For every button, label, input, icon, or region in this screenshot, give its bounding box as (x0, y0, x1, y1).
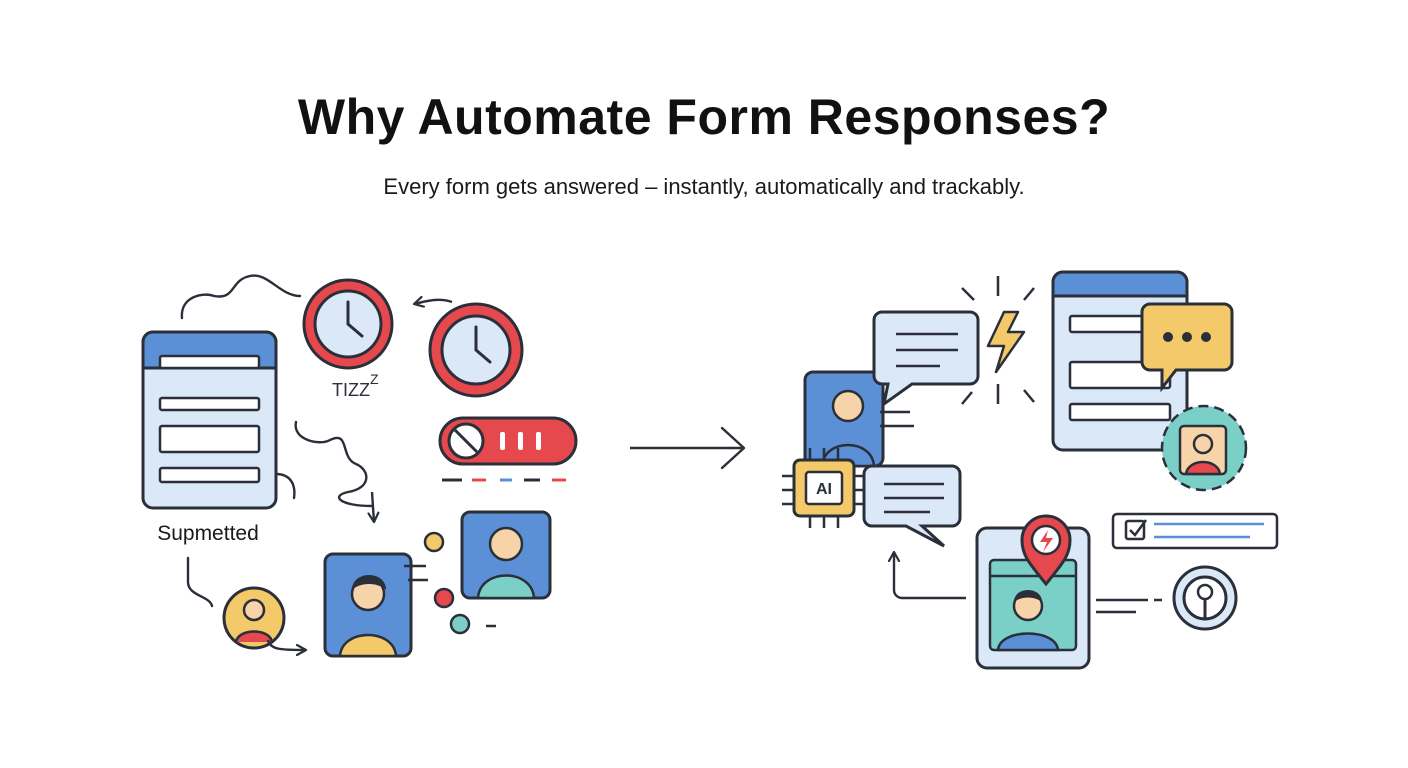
chip-label: AI (816, 481, 832, 498)
person-avatar-icon (803, 370, 885, 468)
flow-line (186, 556, 214, 608)
chat-bubble-icon (862, 464, 962, 548)
chat-bubble-icon (872, 310, 980, 408)
clock-icon (428, 302, 524, 398)
chat-bubble-icon (1140, 302, 1234, 393)
transition-arrow-head (720, 426, 746, 470)
form-caption: Supmetted (157, 522, 259, 545)
arrow-up (894, 552, 966, 600)
lightning-icon (961, 276, 1035, 405)
sleep-text: TIZZ (332, 380, 370, 400)
arrow-left (414, 300, 453, 304)
squiggle-line (180, 274, 302, 320)
blocked-toggle-icon (438, 416, 578, 482)
squiggle-line (294, 420, 374, 508)
clock-icon (302, 278, 394, 370)
sleep-sup: Z (370, 371, 379, 387)
checklist-icon (1111, 512, 1279, 550)
gear-icon (1160, 404, 1248, 492)
person-avatar-icon (460, 510, 552, 600)
dot (433, 587, 455, 609)
left-manual-scene: Supmetted TIZZ Z (141, 274, 578, 658)
dot (449, 613, 471, 635)
right-automated-scene: AI (782, 270, 1279, 670)
target-icon (1172, 565, 1238, 631)
form-icon (141, 330, 278, 510)
person-avatar-icon (222, 586, 286, 650)
person-avatar-icon (323, 552, 413, 658)
squiggle-line (274, 472, 296, 500)
page-title: Why Automate Form Responses? (297, 89, 1111, 145)
arrow-right (266, 639, 306, 650)
ai-chip-icon: AI (782, 448, 866, 528)
sleep-main: TIZZ (332, 380, 370, 400)
arrow-down (372, 491, 374, 522)
location-pin-icon (1020, 514, 1072, 587)
page-subtitle: Every form gets answered – instantly, au… (383, 174, 1025, 199)
dot (423, 531, 445, 553)
